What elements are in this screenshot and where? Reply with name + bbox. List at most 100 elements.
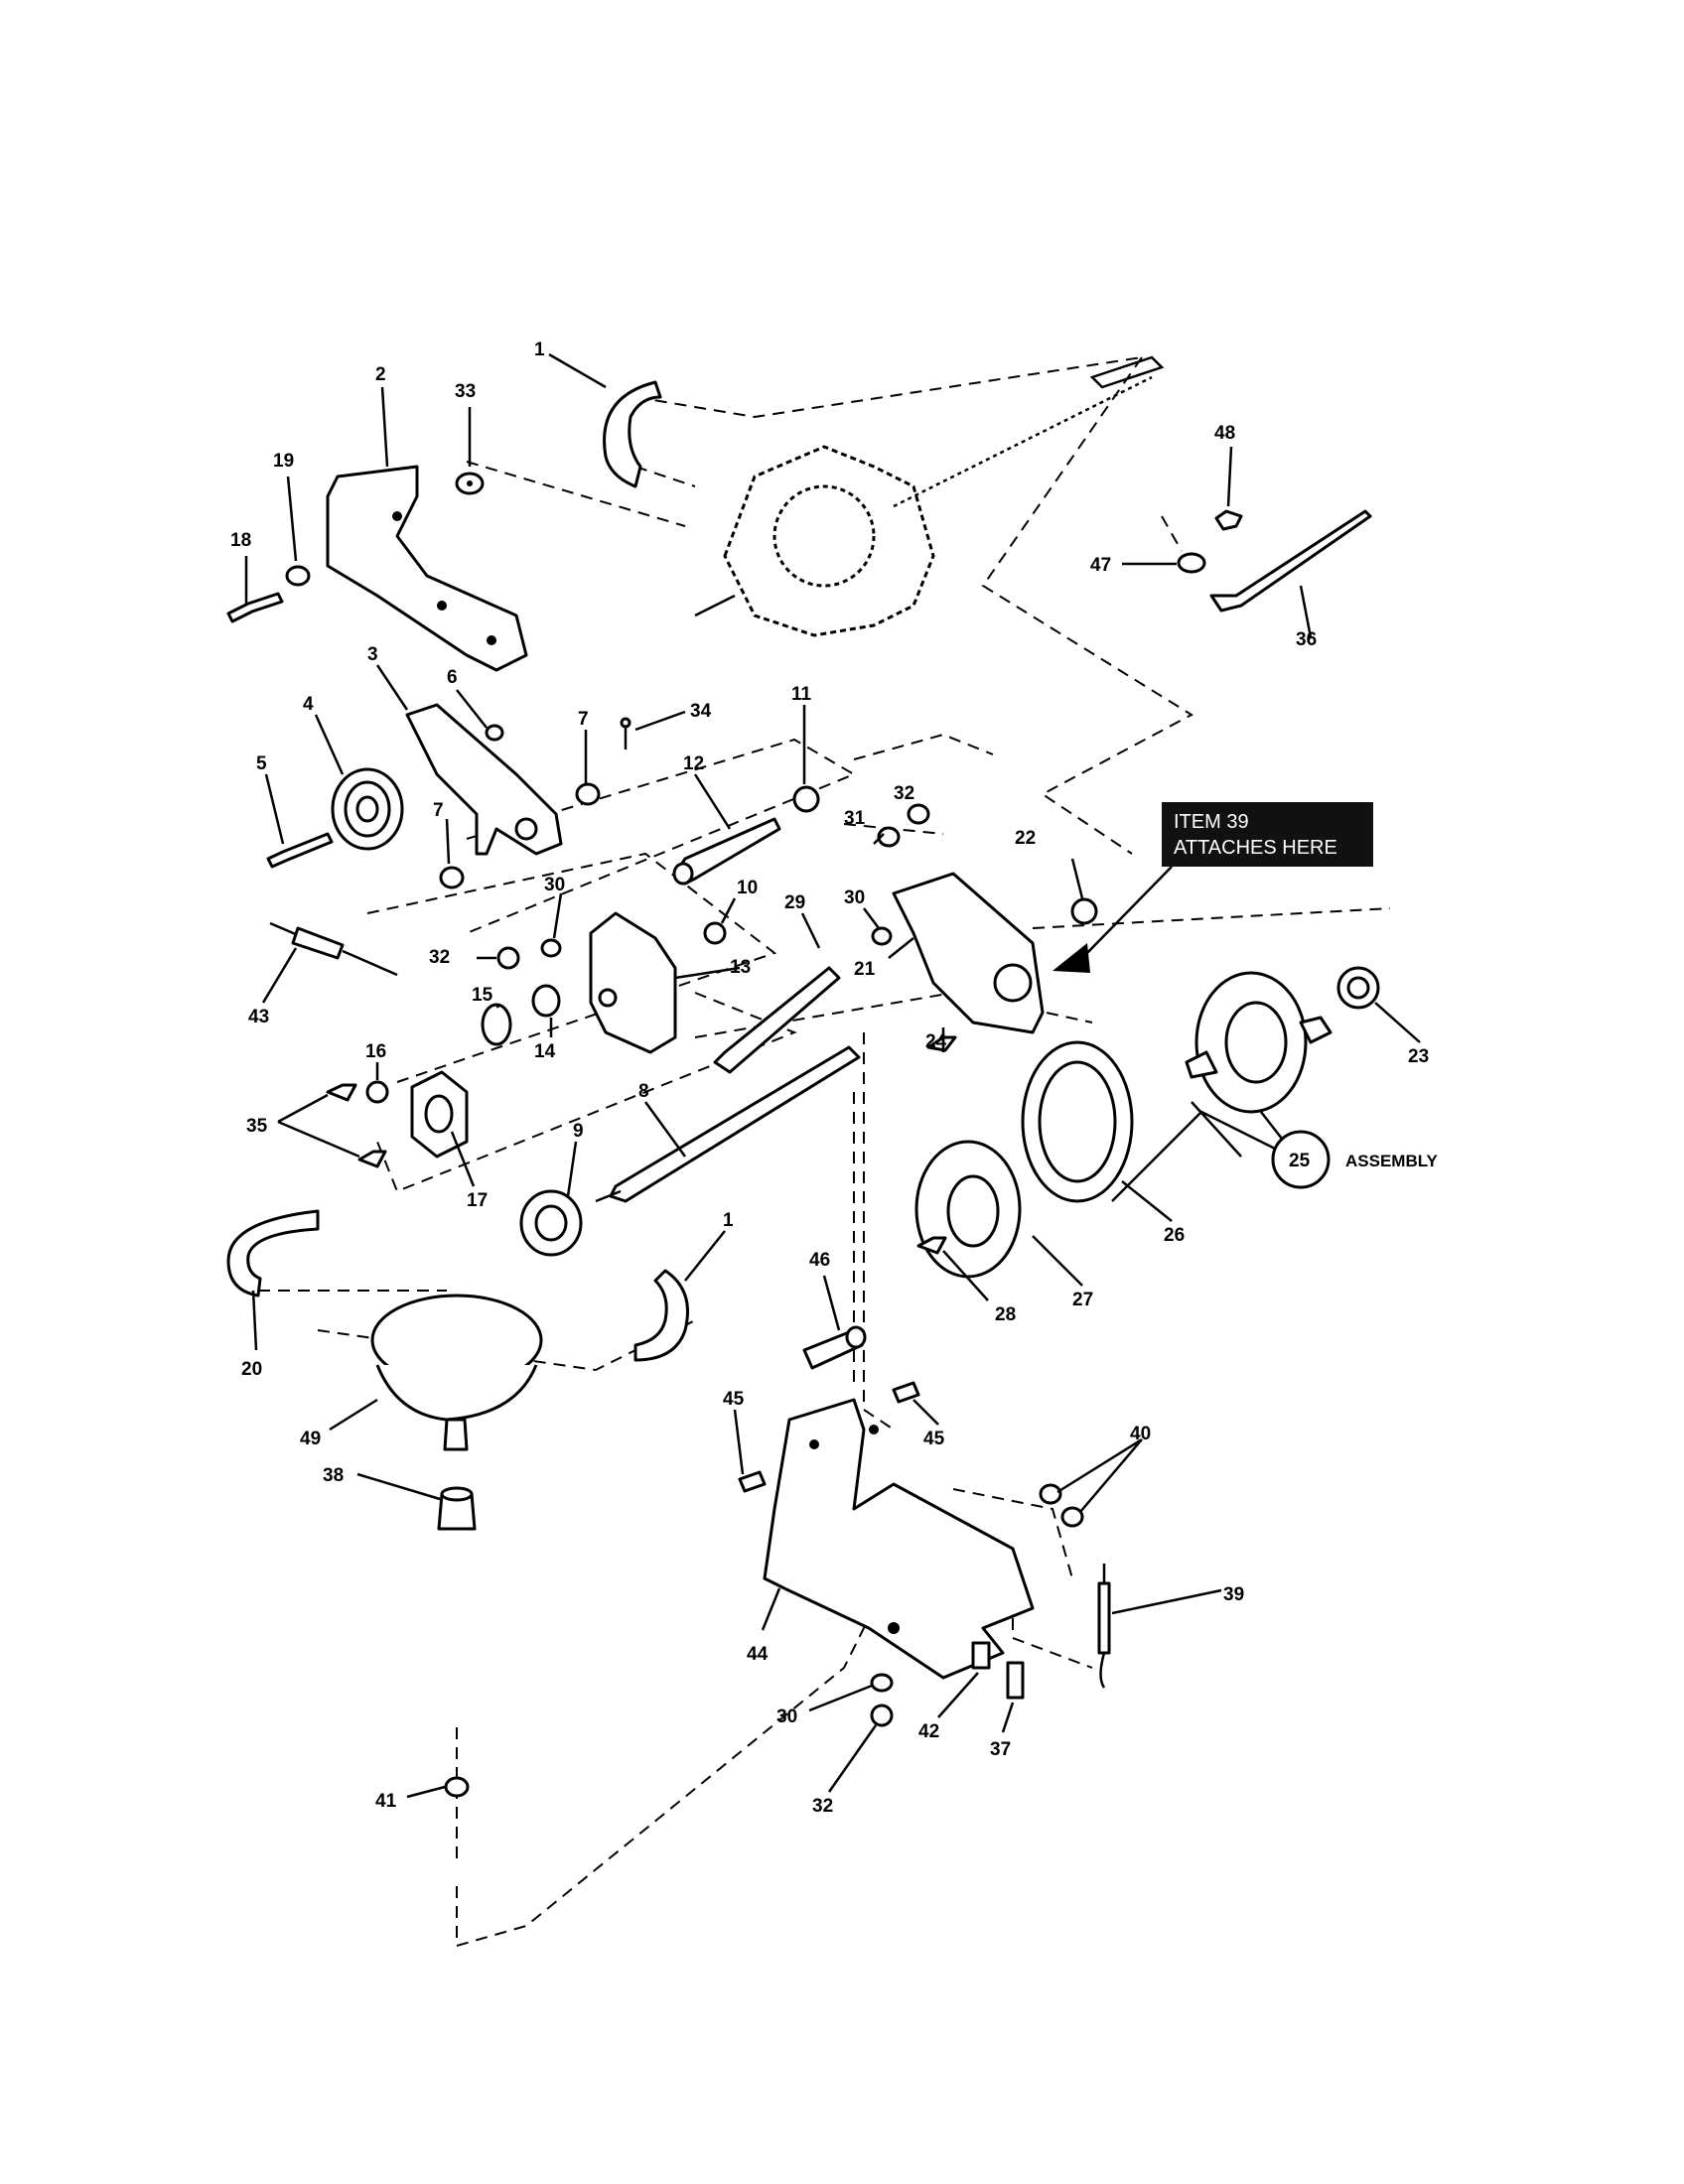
callout-49: 49 bbox=[300, 1429, 321, 1449]
nut-part-40-lower bbox=[1060, 1506, 1084, 1528]
callout-2: 2 bbox=[375, 364, 386, 385]
lockwasher-part-19 bbox=[285, 565, 311, 587]
leader-lines bbox=[244, 352, 1421, 1799]
nut-part-16 bbox=[365, 1080, 389, 1104]
bushing-part-45-right bbox=[892, 1381, 920, 1404]
note-line-1: ITEM 39 bbox=[1174, 811, 1249, 833]
callout-34: 34 bbox=[690, 701, 712, 722]
callout-28: 28 bbox=[995, 1304, 1016, 1325]
clip-part-1-top bbox=[603, 380, 662, 488]
gear-part-9 bbox=[519, 1189, 583, 1257]
callout-12: 12 bbox=[683, 753, 704, 774]
nut-part-7-lower bbox=[439, 866, 465, 889]
callout-1-bottom: 1 bbox=[723, 1210, 734, 1231]
callout-32-upper: 32 bbox=[894, 783, 914, 804]
transmission-housing bbox=[694, 355, 1165, 637]
callout-7-lower: 7 bbox=[433, 800, 444, 821]
block-part-13 bbox=[589, 911, 677, 1054]
callout-11: 11 bbox=[791, 684, 812, 705]
bearing-part-11 bbox=[792, 785, 820, 813]
callout-22: 22 bbox=[1015, 828, 1036, 849]
ring-part-15 bbox=[481, 1003, 512, 1046]
spring-part-39 bbox=[1097, 1564, 1111, 1689]
nut-part-40-upper bbox=[1039, 1483, 1062, 1505]
nut-part-32-lower bbox=[870, 1704, 894, 1727]
plate-part-27 bbox=[914, 1140, 1022, 1279]
callout-24: 24 bbox=[925, 1031, 947, 1052]
callout-23: 23 bbox=[1408, 1046, 1429, 1067]
shaft-part-29 bbox=[713, 966, 841, 1074]
plate-part-17 bbox=[410, 1070, 469, 1159]
hub-assembly-part-25 bbox=[1185, 971, 1333, 1114]
nut-part-32-upper bbox=[907, 803, 930, 825]
rod-part-36 bbox=[1209, 509, 1372, 613]
bolt-part-5 bbox=[266, 832, 334, 869]
nut-part-32-left bbox=[496, 946, 520, 970]
washer-part-47 bbox=[1177, 552, 1206, 574]
callout-31: 31 bbox=[844, 808, 866, 829]
clip-part-48 bbox=[1214, 509, 1243, 531]
nut-part-7-upper bbox=[575, 782, 601, 806]
washer-part-31 bbox=[877, 826, 901, 848]
assembly-label: ASSEMBLY bbox=[1345, 1152, 1439, 1170]
washer-part-33 bbox=[455, 472, 485, 495]
callout-35: 35 bbox=[246, 1116, 268, 1137]
callout-26: 26 bbox=[1164, 1225, 1185, 1246]
pin-part-46 bbox=[802, 1325, 867, 1370]
callout-14: 14 bbox=[534, 1041, 556, 1062]
callout-5: 5 bbox=[256, 753, 267, 774]
callout-43: 43 bbox=[248, 1007, 269, 1027]
shaft-part-12 bbox=[672, 817, 781, 886]
callout-48: 48 bbox=[1214, 423, 1235, 444]
nut-part-6 bbox=[485, 724, 504, 742]
callout-30-lower: 30 bbox=[776, 1706, 797, 1727]
callout-40: 40 bbox=[1130, 1424, 1151, 1444]
bushing-part-38 bbox=[437, 1486, 477, 1531]
callout-44: 44 bbox=[747, 1644, 769, 1665]
washer-part-41 bbox=[444, 1776, 470, 1798]
item-39-note: ITEM 39 ATTACHES HERE bbox=[1052, 802, 1373, 973]
callout-41: 41 bbox=[375, 1791, 397, 1812]
callout-10: 10 bbox=[737, 878, 758, 898]
callout-32-lower: 32 bbox=[812, 1796, 833, 1817]
bolt-part-28 bbox=[916, 1236, 947, 1255]
ring-part-26 bbox=[1021, 1040, 1134, 1203]
pulley-part-4 bbox=[331, 767, 404, 851]
bracket-part-21 bbox=[892, 872, 1045, 1034]
shaft-part-8 bbox=[595, 1045, 861, 1203]
callout-45-right: 45 bbox=[923, 1429, 945, 1449]
callout-3: 3 bbox=[367, 644, 378, 665]
bolt-part-35-upper bbox=[326, 1083, 357, 1102]
callout-37: 37 bbox=[990, 1739, 1011, 1760]
bearing-part-22 bbox=[1070, 897, 1098, 925]
bearing-part-23 bbox=[1336, 966, 1380, 1010]
pin-part-34 bbox=[620, 717, 632, 750]
callout-labels: 1 2 33 19 18 48 47 36 3 6 4 5 7 7 34 11 … bbox=[230, 340, 1429, 1817]
bearing-part-14 bbox=[531, 984, 561, 1018]
callout-38: 38 bbox=[323, 1465, 344, 1486]
callout-27: 27 bbox=[1072, 1290, 1093, 1310]
bolt-part-42 bbox=[971, 1641, 991, 1670]
clip-part-1-bottom bbox=[633, 1269, 689, 1362]
callout-45-left: 45 bbox=[723, 1389, 745, 1410]
callout-20: 20 bbox=[241, 1359, 262, 1380]
callout-6: 6 bbox=[447, 667, 458, 688]
callout-15: 15 bbox=[472, 985, 493, 1006]
callout-39: 39 bbox=[1223, 1584, 1244, 1605]
bolt-part-37 bbox=[1006, 1661, 1025, 1700]
bracket-part-2 bbox=[326, 465, 528, 672]
note-line-2: ATTACHES HERE bbox=[1174, 837, 1337, 859]
callout-42: 42 bbox=[918, 1721, 939, 1742]
assembly-callout-25 bbox=[1271, 1130, 1331, 1189]
callout-47: 47 bbox=[1090, 555, 1111, 576]
callout-19: 19 bbox=[273, 451, 294, 472]
washer-part-30-upper bbox=[540, 938, 562, 958]
washer-part-10 bbox=[703, 921, 727, 945]
callout-13: 13 bbox=[730, 957, 751, 978]
callout-30-right: 30 bbox=[844, 887, 865, 908]
bolt-part-18 bbox=[226, 592, 284, 623]
washer-part-30-right bbox=[871, 926, 893, 946]
callout-46: 46 bbox=[809, 1250, 830, 1271]
bushing-part-45-left bbox=[738, 1470, 767, 1493]
callout-30-upper: 30 bbox=[544, 875, 565, 895]
